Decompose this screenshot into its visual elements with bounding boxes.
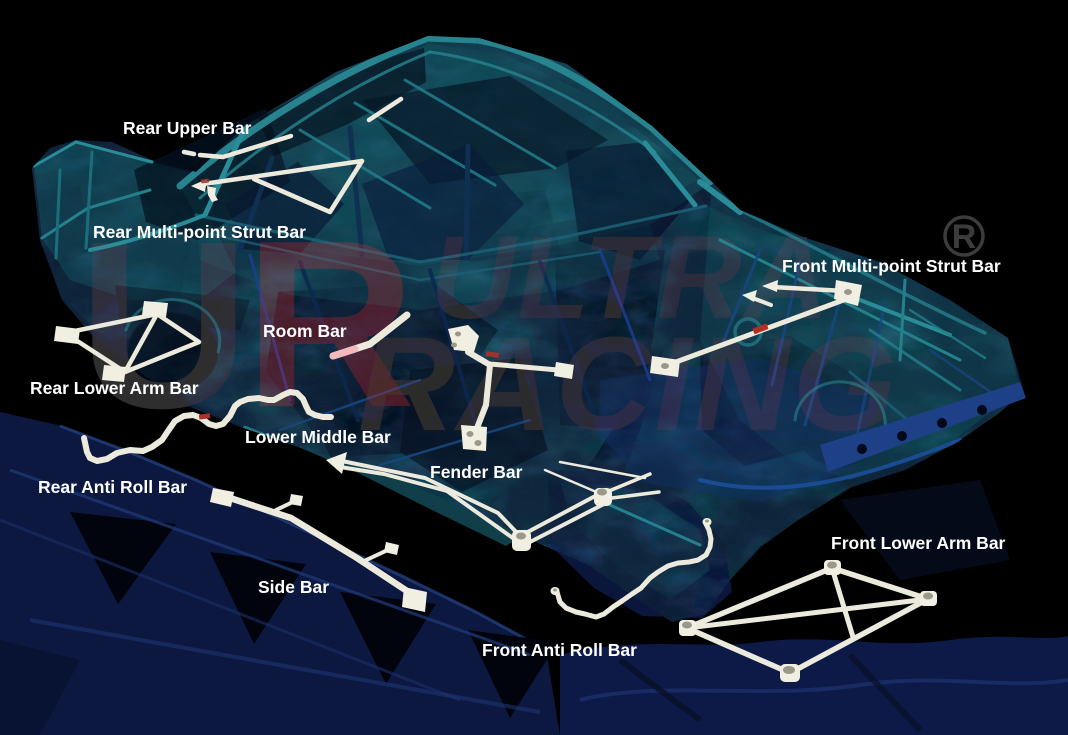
svg-text:ULTRA: ULTRA xyxy=(430,212,831,344)
svg-text:Fender Bar: Fender Bar xyxy=(430,462,523,482)
svg-text:Rear Upper Bar: Rear Upper Bar xyxy=(123,118,252,138)
svg-text:RACING: RACING xyxy=(358,310,899,459)
svg-text:Front Anti Roll Bar: Front Anti Roll Bar xyxy=(482,640,637,660)
svg-text:Room Bar: Room Bar xyxy=(263,321,347,341)
svg-text:Front Multi-point Strut Bar: Front Multi-point Strut Bar xyxy=(782,256,1001,276)
svg-text:R: R xyxy=(952,218,977,256)
svg-text:Rear Anti Roll Bar: Rear Anti Roll Bar xyxy=(38,477,187,497)
svg-text:Rear Lower Arm Bar: Rear Lower Arm Bar xyxy=(30,378,199,398)
svg-text:Rear Multi-point Strut Bar: Rear Multi-point Strut Bar xyxy=(93,222,306,242)
svg-text:Front Lower Arm Bar: Front Lower Arm Bar xyxy=(831,533,1006,553)
svg-text:Side Bar: Side Bar xyxy=(258,577,329,597)
svg-text:R: R xyxy=(244,192,416,457)
svg-text:R: R xyxy=(244,192,416,457)
svg-text:Lower Middle Bar: Lower Middle Bar xyxy=(245,427,391,447)
